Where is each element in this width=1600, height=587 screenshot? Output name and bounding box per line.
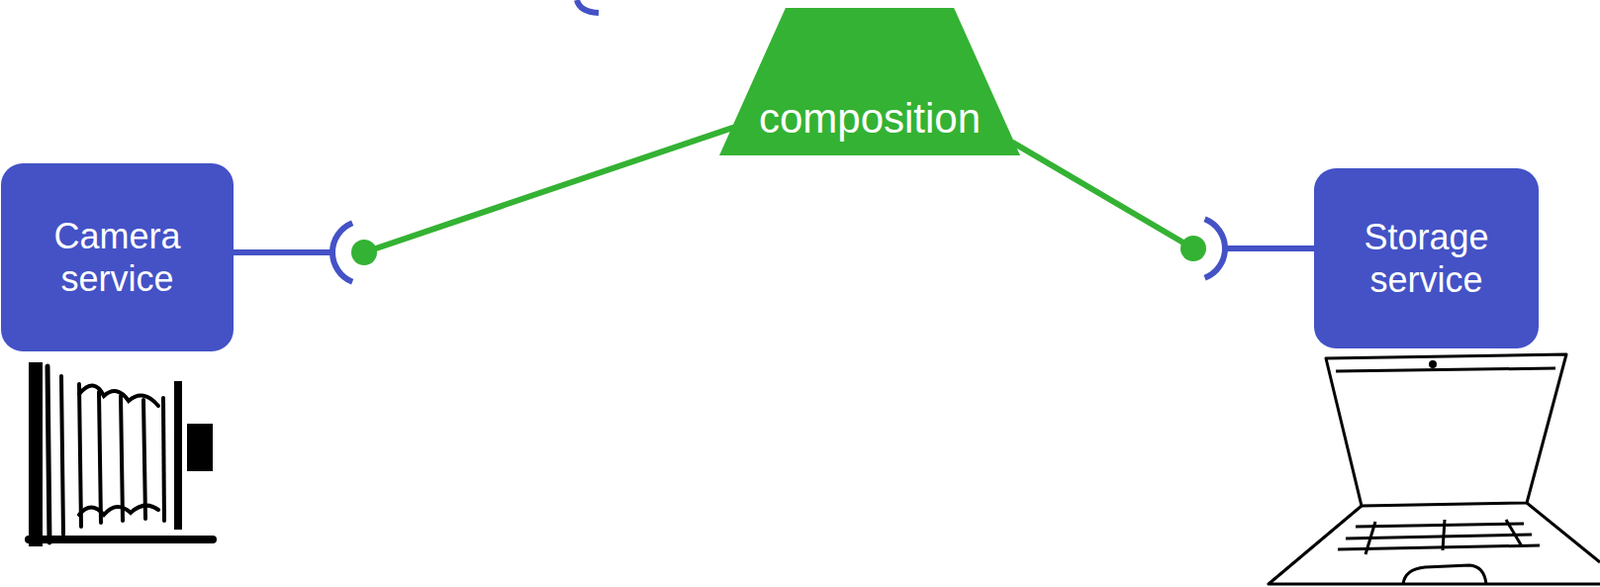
service-box: Camera service [0,163,234,352]
laptop-drawing [1268,354,1600,584]
service-box: Storage service [1314,168,1539,349]
socket-connector [1012,142,1315,279]
socket-arc [1205,218,1225,279]
binding-dot [351,239,377,266]
camera-drawing [28,362,213,547]
box-label: Storage service [1327,215,1525,301]
trapezoid-fill [719,7,1021,156]
binding-line [1012,142,1194,249]
binding-dot [1180,235,1207,262]
socket-fragment [576,0,599,13]
socket-arc [332,222,353,282]
box-label: Camera service [14,214,220,300]
composition-trapezoid: composition [719,7,1021,156]
interface-stub [233,249,333,256]
binding-line [364,127,735,253]
node-label: composition [758,94,981,144]
interface-stub [1224,245,1315,252]
socket-connector [233,127,735,283]
